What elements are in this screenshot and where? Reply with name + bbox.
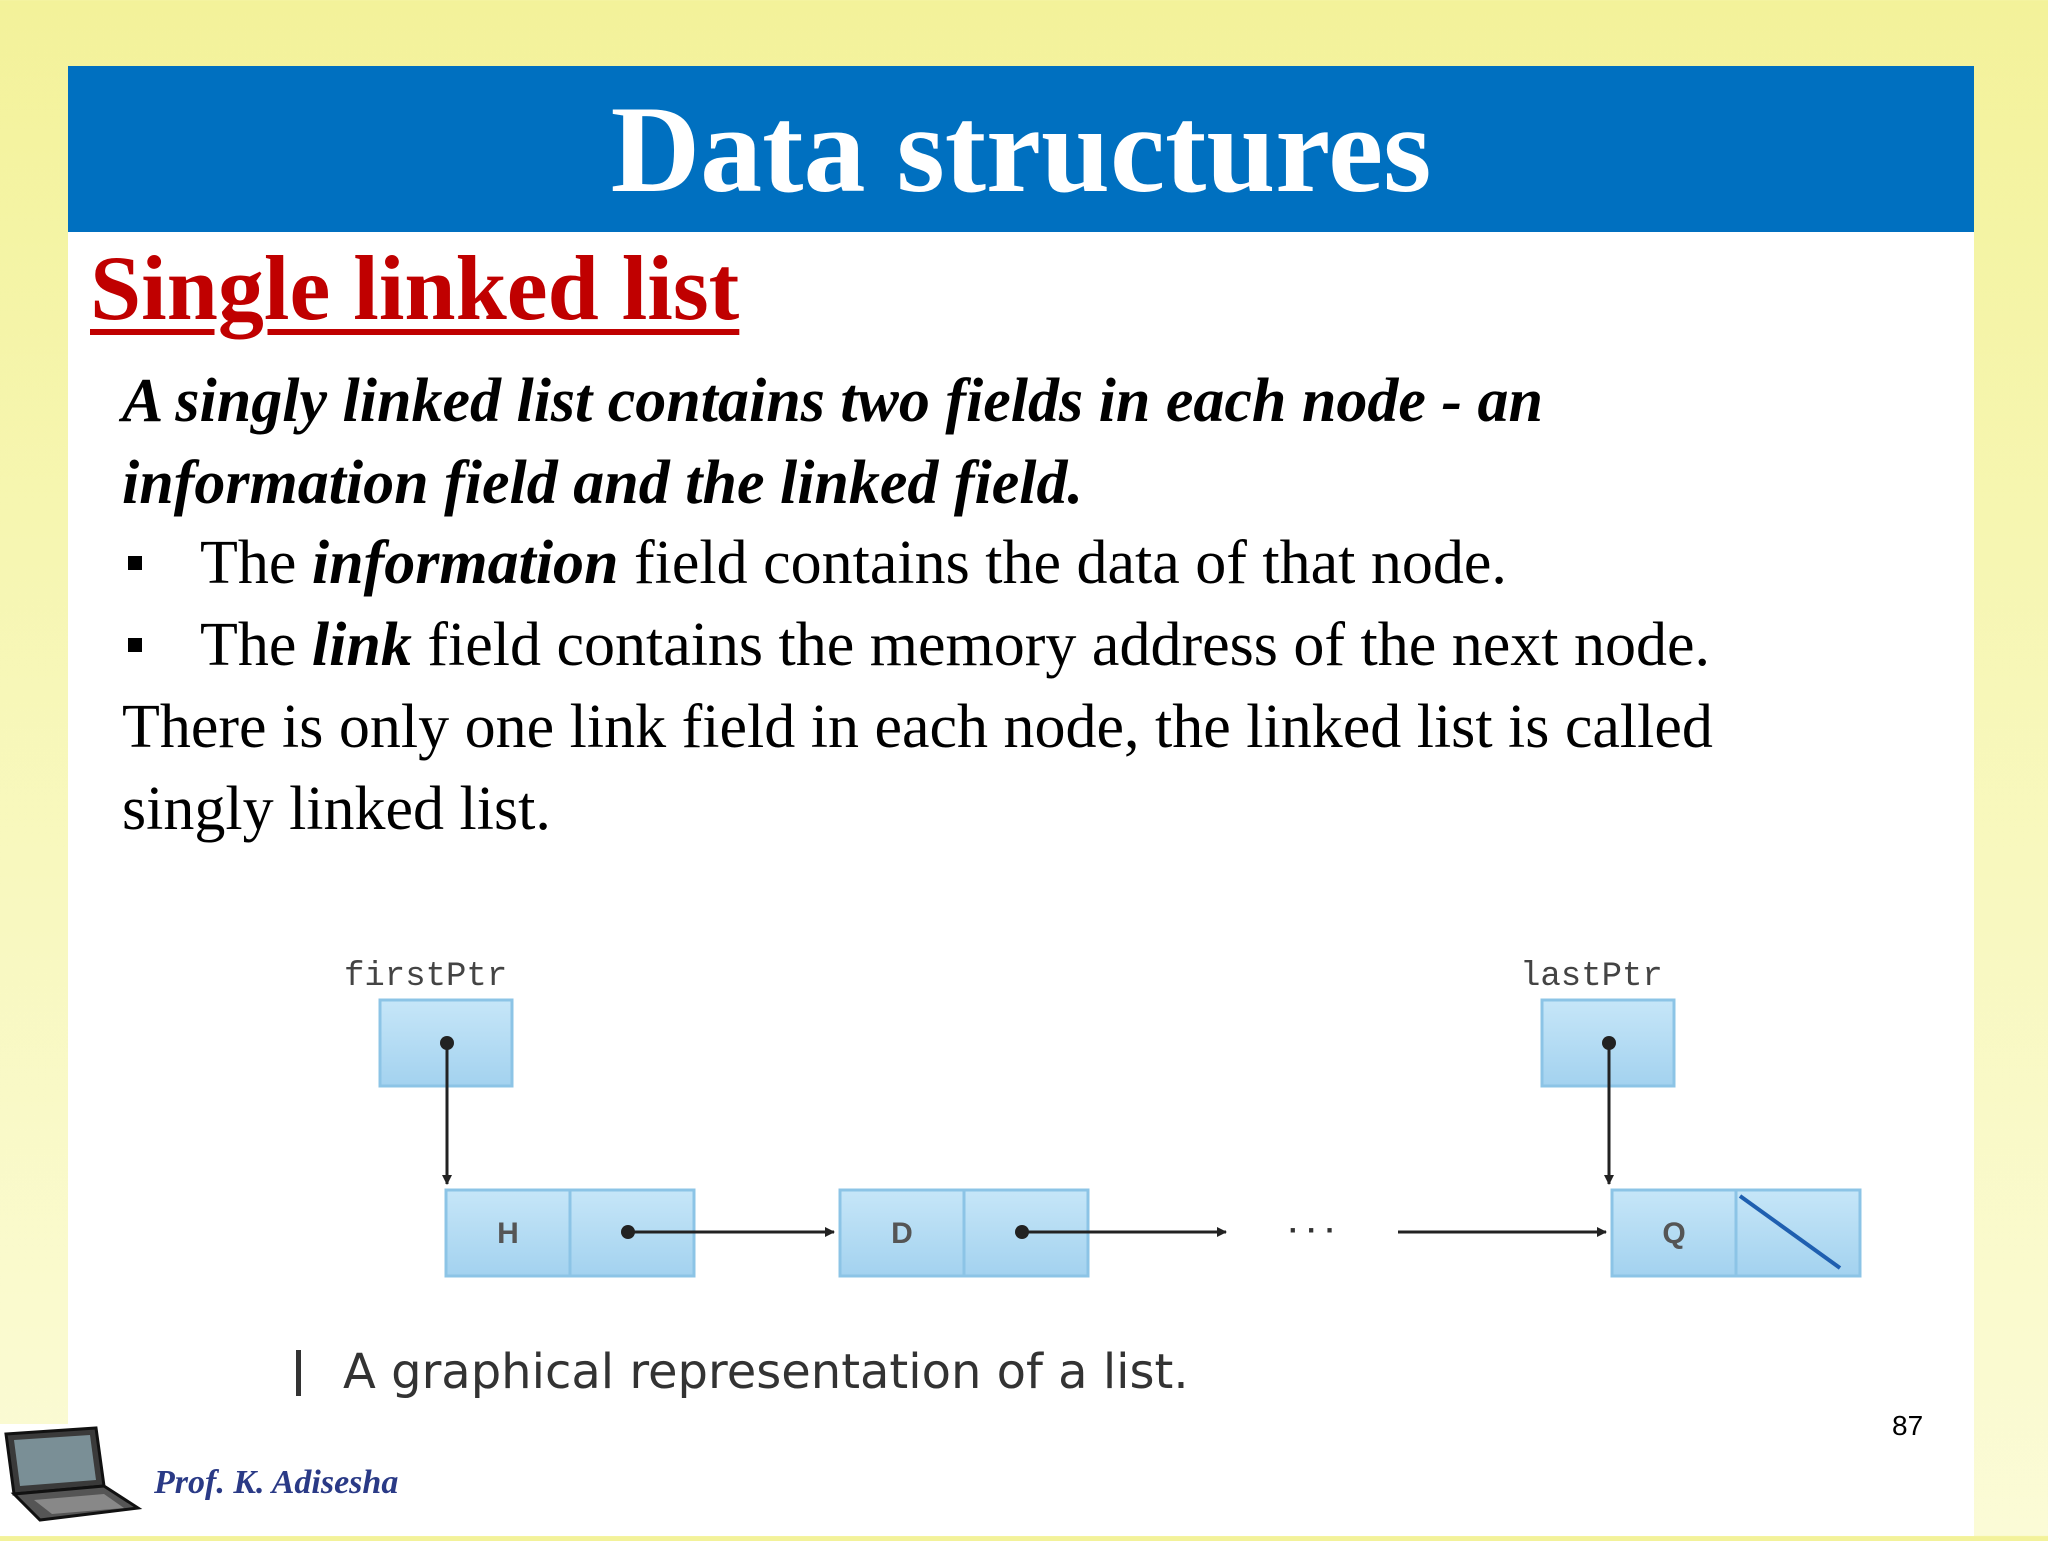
- laptop-icon: [4, 1426, 143, 1522]
- summary-line-2: singly linked list.: [122, 775, 551, 843]
- bullet-pre: The: [200, 611, 312, 679]
- intro-line-2: information field and the linked field.: [122, 449, 1084, 517]
- bullet-pre: The: [200, 529, 312, 597]
- footer-logo-area: [0, 1424, 444, 1536]
- square-bullet-icon: [128, 556, 142, 570]
- intro-line-1: A singly linked list contains two fields…: [122, 367, 1544, 435]
- summary-line-1: There is only one link field in each nod…: [122, 693, 1713, 761]
- slide-background: [68, 66, 1974, 1536]
- title-bar: Data structures: [68, 66, 1974, 232]
- bullet-item-link: The link field contains the memory addre…: [122, 604, 1942, 686]
- caption-bar-icon: [296, 1350, 301, 1396]
- diagram-caption: A graphical representation of a list.: [296, 1344, 1189, 1400]
- summary-paragraph: There is only one link field in each nod…: [122, 686, 1942, 850]
- author-signature: Prof. K. Adisesha: [154, 1464, 399, 1501]
- bullet-emphasis: information: [311, 529, 619, 597]
- page-number: 87: [1892, 1410, 1924, 1441]
- section-subtitle: Single linked list: [90, 237, 740, 339]
- bullet-item-information: The information field contains the data …: [122, 522, 1942, 604]
- caption-text: A graphical representation of a list.: [343, 1344, 1189, 1400]
- bullet-post: field contains the data of that node.: [618, 529, 1507, 597]
- square-bullet-icon: [128, 638, 142, 652]
- bullet-post: field contains the memory address of the…: [411, 611, 1711, 679]
- intro-text: A singly linked list contains two fields…: [122, 360, 1922, 524]
- bullet-emphasis: link: [311, 611, 412, 679]
- slide-title: Data structures: [610, 81, 1432, 218]
- bullet-list: The information field contains the data …: [122, 522, 1942, 686]
